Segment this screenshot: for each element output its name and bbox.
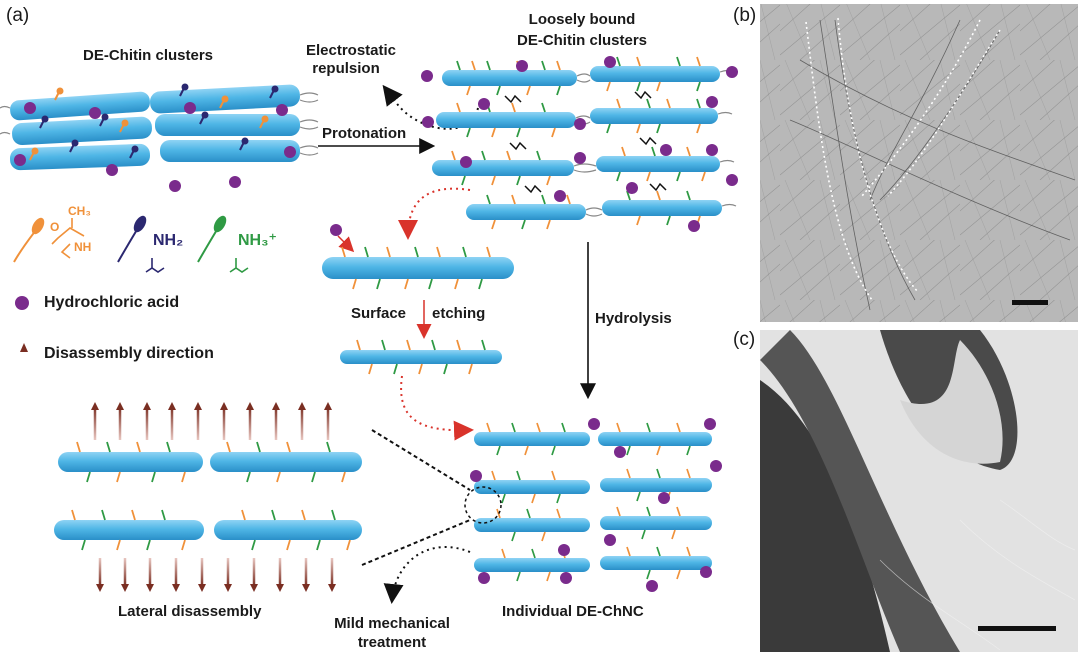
de-chitin-cluster-illustration [0,83,319,192]
tem-image-b [760,4,1078,322]
legend-ch3-text: CH₃ [68,204,91,218]
zoom-line-bottom [361,519,471,566]
mild-treatment-line1: Mild mechanical [334,615,450,632]
surface-label: Surface [351,305,407,322]
electrostatic-repulsion-line1: Electrostatic [305,42,397,59]
individual-de-chnc-label: Individual DE-ChNC [502,603,644,620]
tem-image-c [760,330,1078,652]
surface-etching-rod [322,224,514,290]
panel-label-b: (b) [733,5,757,26]
legend-nh3-text: NH₃⁺ [238,232,277,249]
mild-treatment-line2: treatment [357,634,427,651]
zoom-line-top [371,429,471,491]
hydrolysis-label: Hydrolysis [595,310,672,327]
loosely-bound-label-line2: DE-Chitin clusters [516,32,648,49]
legend-hcl-label: Hydrochloric acid [44,294,180,311]
legend-acetylamide-glyph [13,217,85,263]
electrostatic-repulsion-arrow [382,84,479,130]
lateral-disassembly-label: Lateral disassembly [118,603,262,620]
etching-path-arrow-2 [400,375,474,441]
mild-treatment-arrow [383,546,471,604]
legend-nh-text: NH [74,240,92,254]
legend-ammonium-glyph [197,215,249,273]
electrostatic-repulsion-line2: repulsion [312,60,380,77]
legend-o-text: O [50,220,60,234]
legend-amine-glyph [117,215,165,273]
protonation-label: Protonation [322,125,407,142]
etching-path-arrow-1 [398,187,471,240]
panel-label-a: (a) [6,5,30,26]
legend-direction-label: Disassembly direction [44,345,214,362]
lateral-disassembly-illustration [54,402,362,592]
direction-legend-arrow [20,343,28,374]
loosely-bound-cluster-illustration [421,56,738,232]
legend-nh2-text: NH₂ [153,232,184,249]
etching-label: etching [432,305,486,322]
de-chitin-clusters-label: DE-Chitin clusters [83,47,214,64]
individual-de-chnc-illustration [464,418,722,592]
panel-label-c: (c) [733,329,756,350]
loosely-bound-label-line1: Loosely bound [528,11,636,28]
hcl-legend-dot [15,296,29,310]
etched-rod [340,339,502,375]
